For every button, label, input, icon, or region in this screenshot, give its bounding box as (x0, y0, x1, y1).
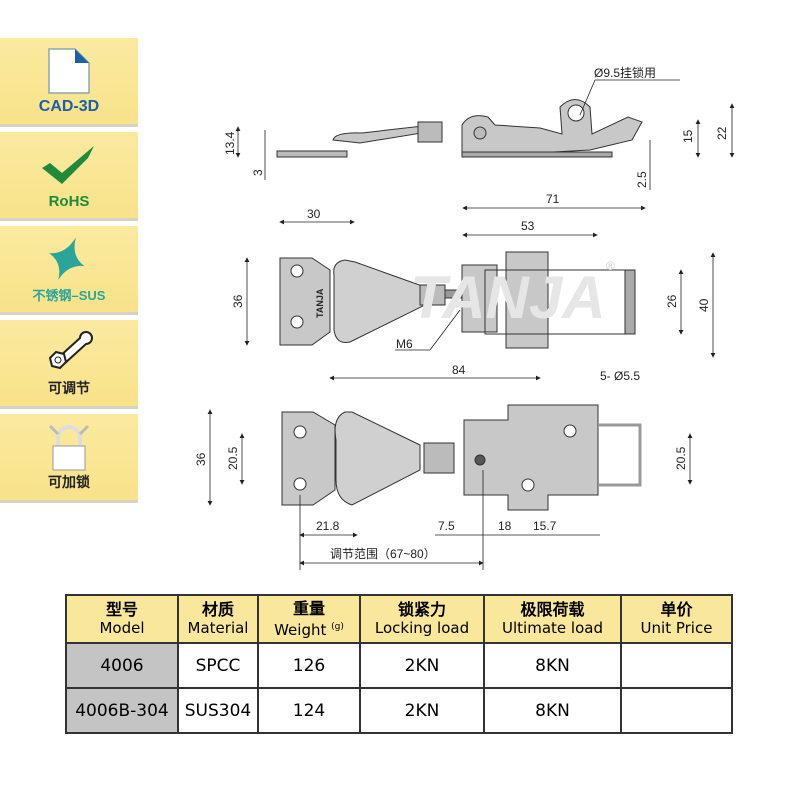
technical-drawing: Ø9.5挂锁用 13.4 3 15 22 2.5 TANJA TANJA ® 3… (194, 65, 735, 570)
dim-26: 26 (665, 294, 679, 308)
cell-material: SUS304 (177, 687, 259, 734)
bottom-view-dimensions (207, 409, 693, 570)
adjust-range: 调节范围（67~80） (330, 547, 436, 561)
dim-20-5-left: 20.5 (226, 446, 240, 470)
table-row: 4006B-304 SUS304 124 2KN 8KN (65, 687, 733, 734)
dim-18: 18 (498, 519, 512, 533)
dim-2-5: 2.5 (635, 171, 649, 188)
dim-71: 71 (546, 192, 560, 206)
feature-cad-3d: CAD-3D (0, 38, 138, 127)
cell-locking-load: 2KN (359, 687, 485, 734)
cell-ultimate-load: 8KN (483, 687, 622, 734)
document-icon (48, 48, 90, 94)
side-view (276, 99, 643, 158)
cell-model: 4006B-304 (65, 687, 179, 734)
feature-label: 可调节 (48, 380, 90, 396)
cell-locking-load: 2KN (359, 642, 485, 689)
dim-15: 15 (681, 129, 695, 143)
dim-36: 36 (231, 294, 245, 308)
table-row: 4006 SPCC 126 2KN 8KN (65, 642, 733, 689)
top-view (279, 251, 636, 349)
dim-7-5: 7.5 (438, 519, 455, 533)
feature-label: CAD-3D (38, 98, 100, 115)
holes-note: 5- Ø5.5 (600, 369, 640, 383)
padlock-icon (48, 424, 90, 471)
feature-adjustable: 可调节 (0, 320, 138, 409)
wrench-icon (48, 331, 93, 370)
bottom-view (281, 404, 642, 511)
dim-15-7: 15.7 (533, 519, 557, 533)
thread-note: M6 (396, 337, 413, 351)
dim-40: 40 (697, 298, 711, 312)
dim-30: 30 (307, 207, 321, 221)
cell-material: SPCC (177, 642, 259, 689)
plate-mark: TANJA (315, 288, 325, 318)
feature-label: RoHS (48, 193, 90, 210)
dim-22: 22 (715, 126, 729, 140)
dim-3: 3 (251, 169, 265, 176)
sparkle-icon (48, 237, 85, 280)
top-view-dimensions (244, 205, 716, 381)
feature-label: 不锈钢–SUS (32, 288, 106, 303)
watermark: TANJA (410, 264, 606, 331)
side-view-dimensions (235, 79, 735, 190)
cell-weight: 124 (257, 687, 361, 734)
cell-ultimate-load: 8KN (483, 642, 622, 689)
feature-lockable: 可加锁 (0, 414, 138, 503)
dim-21-8: 21.8 (316, 519, 340, 533)
dim-36-bottom: 36 (194, 452, 208, 466)
hole-note: Ø9.5挂锁用 (594, 65, 656, 80)
dim-84: 84 (452, 363, 466, 377)
cell-weight: 126 (257, 642, 361, 689)
dim-53: 53 (521, 219, 535, 233)
feature-label: 可加锁 (48, 474, 90, 490)
feature-rohs: RoHS (0, 132, 138, 221)
cell-model: 4006 (65, 642, 179, 689)
cell-unit-price (620, 642, 733, 689)
checkmark-icon (42, 146, 94, 184)
cell-unit-price (620, 687, 733, 734)
feature-stainless: 不锈钢–SUS (0, 226, 138, 315)
dim-20-5-right: 20.5 (674, 446, 688, 470)
feature-sidebar: CAD-3D RoHS 不锈钢–SUS 可调节 可加锁 (0, 38, 138, 508)
dim-13-4: 13.4 (223, 131, 237, 155)
registered-mark: ® (606, 259, 615, 273)
